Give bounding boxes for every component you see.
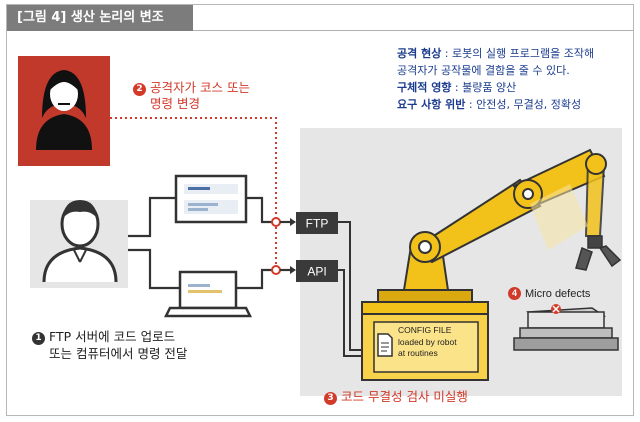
workpiece bbox=[513, 307, 619, 351]
step-3-label: 3 코드 무결성 검사 미실행 bbox=[324, 386, 468, 405]
user-connections bbox=[128, 196, 272, 290]
info-impact: 구체적 영향 : 불량품 양산 bbox=[397, 81, 517, 94]
defect-marker-icon bbox=[551, 304, 561, 314]
step-1-line2: 또는 컴퓨터에서 명령 전달 bbox=[49, 346, 188, 361]
step-2-badge: 2 bbox=[133, 83, 146, 96]
step-1-badge: 1 bbox=[32, 332, 45, 345]
api-box bbox=[296, 260, 338, 282]
server-window-icon bbox=[174, 174, 248, 224]
attack-node-ftp bbox=[271, 217, 281, 227]
step-4-text: Micro defects bbox=[525, 288, 591, 300]
config-line3: at routines bbox=[398, 348, 438, 358]
step-4-badge: 4 bbox=[508, 287, 521, 300]
attack-node-api bbox=[271, 265, 281, 275]
attacker-icon bbox=[18, 56, 110, 166]
laptop-icon bbox=[163, 270, 253, 318]
config-line2: loaded by robot bbox=[398, 337, 457, 347]
step-4-label: 4 Micro defects bbox=[508, 287, 590, 300]
info-attack-cont: 공격자가 공작물에 결함을 줄 수 있다. bbox=[397, 64, 570, 77]
info-requirement: 요구 사항 위반 : 안전성, 무결성, 정확성 bbox=[397, 98, 582, 111]
step-1-line1: FTP 서버에 코드 업로드 bbox=[49, 329, 176, 344]
step-2-line2: 명령 변경 bbox=[150, 96, 200, 111]
api-label: API bbox=[307, 265, 326, 279]
ftp-label: FTP bbox=[306, 217, 329, 231]
info-attack: 공격 현상 : 로봇의 실행 프로그램을 조작해 bbox=[397, 47, 595, 60]
step-3-text: 코드 무결성 검사 미실행 bbox=[341, 389, 468, 404]
step-1-label: 1 FTP 서버에 코드 업로드 또는 컴퓨터에서 명령 전달 bbox=[32, 328, 187, 362]
step-2-label: 2 공격자가 코스 또는 명령 변경 bbox=[133, 80, 250, 112]
document-icon bbox=[377, 333, 393, 357]
attack-path bbox=[110, 117, 277, 266]
info-panel: 공격 현상 : 로봇의 실행 프로그램을 조작해 공격자가 공작물에 결함을 줄… bbox=[397, 45, 633, 113]
figure-title: [그림 4] 생산 논리의 변조 bbox=[7, 5, 193, 31]
user-icon bbox=[42, 200, 118, 283]
title-divider bbox=[193, 30, 633, 31]
step-2-line1: 공격자가 코스 또는 bbox=[150, 80, 250, 95]
ftp-box bbox=[296, 212, 338, 234]
step-3-badge: 3 bbox=[324, 392, 337, 405]
robot-arm-ghost bbox=[530, 184, 588, 250]
config-title: CONFIG FILE bbox=[398, 325, 452, 335]
